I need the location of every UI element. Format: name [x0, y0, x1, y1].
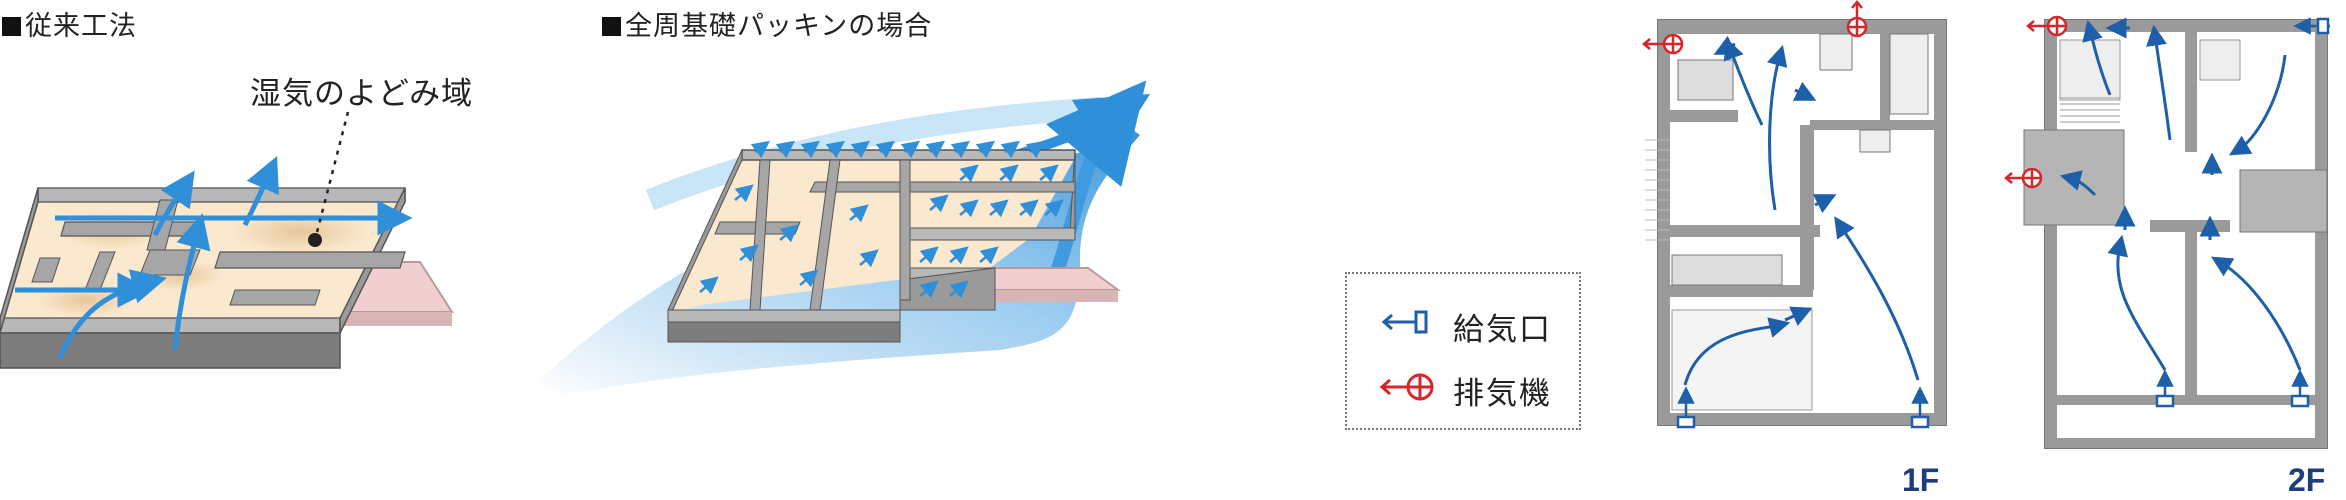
- legend-exhaust-label: 排気機: [1453, 376, 1552, 411]
- legend-exhaust-icon: [1379, 373, 1434, 401]
- conventional-foundation: [0, 111, 454, 369]
- supply-vent-icon: [2155, 369, 2175, 408]
- legend-supply-label: 給気口: [1453, 312, 1552, 347]
- exhaust-fan-icon: [1846, 0, 1868, 38]
- legend-row-supply: 給気口: [1347, 302, 1579, 347]
- floor-plan-1f: [1642, 0, 1947, 429]
- floor-plan-2f: [2004, 15, 2330, 449]
- heading-conventional: 従来工法: [2, 4, 137, 43]
- stagnation-annotation: 湿気のよどみ域: [250, 76, 474, 111]
- packing-foundation: [540, 80, 1151, 395]
- floor-label-2f: 2F: [2288, 462, 2326, 498]
- legend-box: 給気口 排気機: [1345, 272, 1581, 430]
- exhaust-fan-icon: [2026, 15, 2068, 37]
- square-bullet-icon: [602, 17, 621, 36]
- legend-row-exhaust: 排気機: [1347, 366, 1579, 411]
- supply-vent-icon: [2290, 369, 2310, 408]
- supply-vent-icon: [1676, 386, 1696, 429]
- supply-vent-icon: [1910, 386, 1930, 429]
- supply-vent-icon: [2293, 17, 2330, 35]
- square-bullet-icon: [2, 17, 21, 36]
- legend-supply-icon: [1381, 310, 1428, 334]
- leader-line: [313, 111, 350, 241]
- floor-label-1f: 1F: [1902, 462, 1940, 498]
- exhaust-fan-icon: [2004, 167, 2043, 189]
- heading-packing: 全周基礎パッキンの場合: [602, 4, 932, 43]
- exhaust-fan-icon: [1642, 33, 1684, 55]
